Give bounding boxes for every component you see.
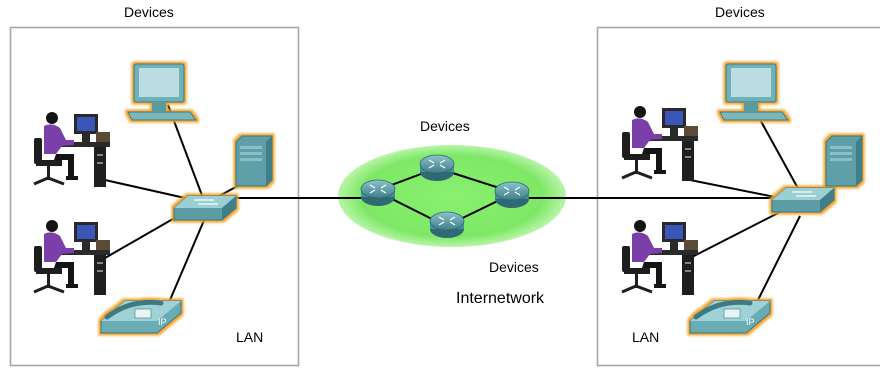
left-phone-ip-badge: IP (158, 317, 167, 327)
right-switch-icon (771, 187, 835, 213)
right-devices-label: Devices (715, 4, 765, 20)
router-east-icon (494, 181, 530, 209)
left-switch-icon (173, 195, 237, 221)
router-west-icon (360, 179, 396, 207)
left-server-icon (235, 135, 273, 187)
router-north-icon (419, 154, 455, 182)
internetwork-label: Internetwork (456, 290, 545, 307)
internetwork-cloud (338, 145, 566, 247)
internetwork-bottom-devices-label: Devices (489, 259, 539, 275)
right-phone-ip-badge: IP (746, 317, 755, 327)
internetwork-top-devices-label: Devices (420, 118, 470, 134)
right-server-icon (825, 135, 863, 187)
left-lan-label: LAN (236, 329, 263, 345)
left-devices-label: Devices (124, 4, 174, 20)
right-lan-label: LAN (632, 329, 659, 345)
router-south-icon (429, 211, 465, 239)
